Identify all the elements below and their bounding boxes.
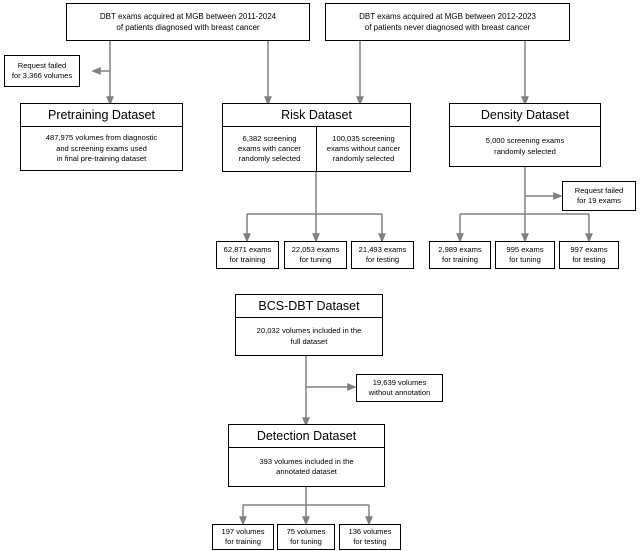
density-line2: randomly selected [494,146,556,156]
risk-split-testing-text: 21,493 exams for testing [352,243,413,268]
pretraining-line1: 487,975 volumes from diagnostic [45,133,158,143]
risk-split-training-line2: for training [229,255,266,264]
detection-split-tuning-line2: for tuning [290,537,322,546]
risk-cancer-line2: exams with cancer [238,144,301,154]
node-detection-dataset: Detection Dataset 393 volumes included i… [228,424,385,487]
density-split-tuning-line1: 995 exams [506,244,544,254]
request-failed-exams-line1: Request failed [574,185,624,195]
density-split-tuning-line2: for tuning [509,255,541,264]
density-split-training-line1: 2,989 exams [438,244,482,254]
density-body: 5,000 screening exams randomly selected [450,127,600,166]
node-risk-dataset: Risk Dataset 6,382 screening exams with … [222,103,411,172]
density-split-testing-text: 997 exams for testing [560,243,618,268]
density-title: Density Dataset [450,104,600,128]
node-risk-split-tuning: 22,053 exams for tuning [284,241,347,269]
node-detection-split-testing: 136 volumes for testing [339,524,401,550]
node-detection-split-training: 197 volumes for training [212,524,274,550]
density-split-testing-line1: 997 exams [570,244,608,254]
risk-title: Risk Dataset [223,104,410,128]
risk-split-tuning-line2: for tuning [299,255,332,264]
request-failed-exams-line2: for 19 exams [577,196,621,205]
detection-split-testing-text: 136 volumes for testing [340,525,400,550]
request-failed-volumes-line2: for 3,366 volumes [11,71,73,80]
node-noncancer-cohort: DBT exams acquired at MGB between 2012-2… [325,3,570,41]
node-cancer-cohort: DBT exams acquired at MGB between 2011-2… [66,3,310,41]
bcsdbt-line2: full dataset [290,336,328,346]
request-failed-volumes-line1: Request failed [17,60,67,70]
detection-line2: annotated dataset [276,467,337,477]
density-line1: 5,000 screening exams [485,136,565,146]
node-density-split-testing: 997 exams for testing [559,241,619,269]
node-density-dataset: Density Dataset 5,000 screening exams ra… [449,103,601,167]
without-annotation-line1: 19,639 volumes [372,377,427,387]
node-risk-split-training: 62,871 exams for training [216,241,279,269]
risk-cancer-line1: 6,382 screening [242,133,297,143]
without-annotation-line2: without annotation [368,388,431,397]
risk-cancer-line3: randomly selected [238,154,301,164]
risk-noncancer-line1: 100,035 screening [332,133,395,143]
request-failed-exams-text: Request failed for 19 exams [563,184,635,209]
detection-split-testing-line1: 136 volumes [348,526,392,536]
detection-title: Detection Dataset [229,425,384,449]
node-without-annotation: 19,639 volumes without annotation [356,374,443,402]
node-pretraining-dataset: Pretraining Dataset 487,975 volumes from… [20,103,183,171]
density-split-testing-line2: for testing [572,255,606,264]
detection-split-testing-line2: for testing [353,537,387,546]
risk-noncancer-line3: randomly selected [332,154,395,164]
risk-split-cells: 6,382 screening exams with cancer random… [223,127,410,171]
pretraining-title: Pretraining Dataset [21,104,182,128]
risk-split-tuning-text: 22,053 exams for tuning [285,243,346,268]
density-split-tuning-text: 995 exams for tuning [496,243,554,268]
pretraining-line2: and screening exams used [56,143,147,153]
noncancer-cohort-line2: of patients never diagnosed with breast … [364,23,531,32]
cancer-cohort-line1: DBT exams acquired at MGB between 2011-2… [99,11,277,21]
detection-split-tuning-text: 75 volumes for tuning [278,525,334,550]
detection-split-training-line1: 197 volumes [221,526,265,536]
node-density-split-tuning: 995 exams for tuning [495,241,555,269]
request-failed-volumes-text: Request failed for 3,366 volumes [5,59,79,84]
risk-split-training-line1: 62,871 exams [223,244,272,254]
node-risk-split-testing: 21,493 exams for testing [351,241,414,269]
node-request-failed-volumes: Request failed for 3,366 volumes [4,55,80,87]
node-request-failed-exams: Request failed for 19 exams [562,181,636,211]
density-split-training-line2: for training [442,255,478,264]
risk-split-tuning-line1: 22,053 exams [291,244,340,254]
detection-split-training-text: 197 volumes for training [213,525,273,550]
density-split-training-text: 2,989 exams for training [430,243,490,268]
detection-split-training-line2: for training [225,537,261,546]
cancer-cohort-line2: of patients diagnosed with breast cancer [116,23,260,32]
without-annotation-text: 19,639 volumes without annotation [357,376,442,401]
risk-cell-noncancer: 100,035 screening exams without cancer r… [316,127,410,171]
pretraining-body: 487,975 volumes from diagnostic and scre… [21,127,182,170]
node-density-split-training: 2,989 exams for training [429,241,491,269]
detection-body: 393 volumes included in the annotated da… [229,448,384,486]
bcsdbt-title: BCS-DBT Dataset [236,295,382,319]
risk-noncancer-line2: exams without cancer [326,144,401,154]
bcsdbt-body: 20,032 volumes included in the full data… [236,318,382,355]
pretraining-line3: in final pre-training dataset [56,153,147,163]
risk-cell-cancer: 6,382 screening exams with cancer random… [223,127,316,171]
detection-split-tuning-line1: 75 volumes [286,526,326,536]
bcsdbt-line1: 20,032 volumes included in the [256,326,362,336]
risk-split-training-text: 62,871 exams for training [217,243,278,268]
noncancer-cohort-line1: DBT exams acquired at MGB between 2012-2… [359,11,536,21]
node-detection-split-tuning: 75 volumes for tuning [277,524,335,550]
detection-line1: 393 volumes included in the [259,456,354,466]
node-bcsdbt-dataset: BCS-DBT Dataset 20,032 volumes included … [235,294,383,356]
risk-split-testing-line1: 21,493 exams [358,244,407,254]
risk-split-testing-line2: for testing [365,255,400,264]
